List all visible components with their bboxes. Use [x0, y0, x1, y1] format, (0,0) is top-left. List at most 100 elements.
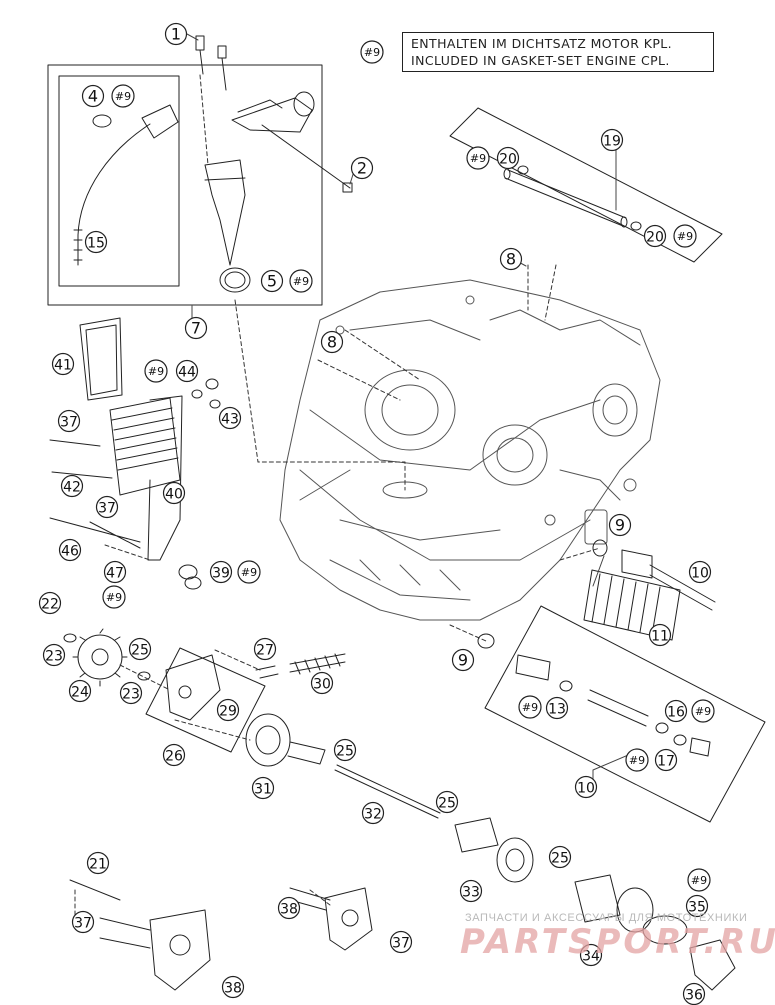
- oil-filler-neck: [195, 35, 353, 293]
- callout-label: 10: [691, 566, 709, 582]
- callout-25: 25: [435, 790, 459, 814]
- callout-circle: [164, 22, 188, 46]
- callout-circle: [111, 84, 135, 108]
- callout-ref-9: #9: [625, 748, 649, 772]
- callout-label: 17: [657, 754, 675, 770]
- callout-circle: [86, 851, 110, 875]
- callout-circle: [643, 224, 667, 248]
- callout-label: 9: [458, 651, 468, 670]
- callout-19: 19: [600, 128, 624, 152]
- callout-26: 26: [162, 743, 186, 767]
- callout-ref-9: #9: [144, 359, 168, 383]
- callout-31: 31: [251, 776, 275, 800]
- callout-30: 30: [310, 671, 334, 695]
- callout-label: 15: [87, 236, 105, 252]
- callout-circle: [251, 776, 275, 800]
- callout-label: 21: [89, 857, 107, 873]
- callout-circle: [685, 894, 709, 918]
- group-frame-oil-tube: [449, 107, 723, 263]
- group-frame-dipstick: [58, 75, 180, 287]
- callout-label: 37: [74, 916, 92, 932]
- callout-leaders: [186, 33, 641, 796]
- callout-46: 46: [58, 538, 82, 562]
- callout-label: 39: [212, 566, 230, 582]
- callout-label: 37: [60, 415, 78, 431]
- callout-label: #9: [115, 90, 131, 103]
- callout-label: 20: [499, 152, 517, 168]
- callout-circle: [38, 591, 62, 615]
- callout-circle: [81, 84, 105, 108]
- callout-27: 27: [253, 637, 277, 661]
- callout-label: 40: [165, 487, 183, 503]
- callout-label: 25: [336, 744, 354, 760]
- callout-11: 11: [648, 623, 672, 647]
- group-frame-oil-filler: [47, 64, 323, 306]
- callout-circle: [687, 868, 711, 892]
- callout-circle: [673, 224, 697, 248]
- callout-ref-9: #9: [111, 84, 135, 108]
- callout-label: 23: [45, 649, 63, 665]
- callout-13: 13: [545, 696, 569, 720]
- callout-circle: [389, 930, 413, 954]
- oil-pump: [63, 628, 534, 883]
- callout-label: 23: [122, 687, 140, 703]
- note-ref-label: #9: [364, 46, 380, 59]
- callout-23: 23: [42, 643, 66, 667]
- callout-label: 33: [462, 885, 480, 901]
- callout-circle: [310, 671, 334, 695]
- callout-circle: [162, 481, 186, 505]
- callout-label: 38: [224, 981, 242, 997]
- callout-circle: [42, 643, 66, 667]
- callout-circle: [102, 585, 126, 609]
- callout-label: 25: [131, 643, 149, 659]
- callout-ref-9: #9: [289, 269, 313, 293]
- callout-29: 29: [216, 698, 240, 722]
- callout-label: #9: [241, 566, 257, 579]
- callout-label: #9: [522, 701, 538, 714]
- callout-10: 10: [574, 775, 598, 799]
- callout-circle: [625, 748, 649, 772]
- oil-tube: [503, 165, 642, 231]
- callout-label: 2: [357, 159, 367, 178]
- callout-circle: [277, 896, 301, 920]
- callout-label: #9: [695, 705, 711, 718]
- callout-circle: [175, 359, 199, 383]
- callout-4: 4: [81, 84, 105, 108]
- callout-16: 16: [664, 699, 688, 723]
- callout-label: 25: [438, 796, 456, 812]
- callout-label: 10: [577, 781, 595, 797]
- callout-circle: [688, 560, 712, 584]
- callout-label: #9: [293, 275, 309, 288]
- note-line-2: INCLUDED IN GASKET-SET ENGINE CPL.: [411, 53, 670, 68]
- callout-37: 37: [95, 495, 119, 519]
- callout-circle: [664, 699, 688, 723]
- callout-label: #9: [629, 754, 645, 767]
- callout-circle: [95, 495, 119, 519]
- callout-36: 36: [682, 982, 706, 1005]
- callout-label: 32: [364, 807, 382, 823]
- callout-circle: [466, 146, 490, 170]
- callout-circle: [103, 560, 127, 584]
- callout-label: 46: [61, 544, 79, 560]
- callout-circle: [237, 560, 261, 584]
- callout-circle: [57, 409, 81, 433]
- callout-ref-9: #9: [102, 585, 126, 609]
- callout-ref-9: #9: [518, 695, 542, 719]
- callout-40: 40: [162, 481, 186, 505]
- callout-circle: [648, 623, 672, 647]
- callout-circle: [333, 738, 357, 762]
- callout-circle: [119, 681, 143, 705]
- callout-circle: [435, 790, 459, 814]
- callout-label: 9: [615, 516, 625, 535]
- callout-label: 29: [219, 704, 237, 720]
- callout-label: 34: [582, 949, 600, 965]
- callout-32: 32: [361, 801, 385, 825]
- callout-label: 4: [88, 87, 98, 106]
- callout-25: 25: [548, 845, 572, 869]
- callout-circle: [545, 696, 569, 720]
- callout-label: 22: [41, 597, 59, 613]
- callout-circle: [260, 269, 284, 293]
- callout-38: 38: [277, 896, 301, 920]
